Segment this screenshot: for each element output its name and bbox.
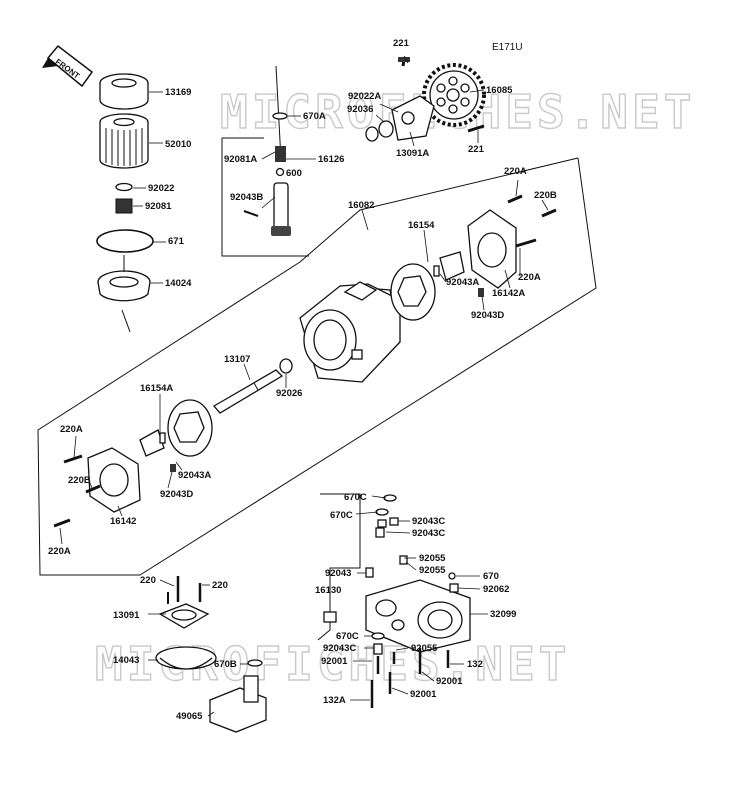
label-670C-3: 670C [336, 631, 359, 642]
label-92001-1: 92001 [321, 656, 348, 667]
label-14043: 14043 [113, 655, 139, 666]
label-16085: 16085 [486, 85, 513, 96]
label-92055-1: 92055 [419, 553, 446, 564]
relief-valve-group [221, 65, 309, 257]
label-670: 670 [483, 571, 499, 582]
label-92055-3: 92055 [411, 643, 438, 654]
label-220A-1: 220A [504, 166, 527, 177]
label-92036: 92036 [347, 104, 373, 115]
label-16126: 16126 [318, 154, 344, 165]
label-670C-1: 670C [344, 492, 367, 503]
label-13169: 13169 [165, 87, 191, 98]
label-220-left: 220 [140, 575, 156, 586]
label-32099: 32099 [490, 609, 516, 620]
assembly-frame [37, 157, 597, 576]
label-600: 600 [286, 168, 302, 179]
outer-rotor-16154A [139, 399, 213, 472]
oil-pump-gear-group [365, 57, 486, 142]
label-14024: 14024 [165, 278, 192, 289]
label-670A: 670A [303, 111, 326, 122]
inner-rotor-16154 [390, 251, 484, 321]
label-92043D-2: 92043D [160, 489, 193, 500]
label-92001-3: 92001 [410, 689, 437, 700]
label-92026: 92026 [276, 388, 302, 399]
label-16142: 16142 [110, 516, 136, 527]
label-671: 671 [168, 236, 185, 247]
label-92055-2: 92055 [419, 565, 446, 576]
label-220A-4: 220A [48, 546, 71, 557]
label-92043C-3: 92043C [323, 643, 356, 654]
label-132A: 132A [323, 695, 346, 706]
pump-cover-16142 [53, 447, 141, 528]
label-670C-2: 670C [330, 510, 353, 521]
label-92043A-1: 92043A [446, 277, 479, 288]
label-92043: 92043 [325, 568, 351, 579]
leader-lines [59, 55, 549, 717]
label-221-b: 221 [468, 144, 485, 155]
label-132: 132 [467, 659, 483, 670]
label-13107: 13107 [224, 354, 250, 365]
label-92043C-2: 92043C [412, 528, 445, 539]
label-220A-2: 220A [518, 272, 541, 283]
label-16154A: 16154A [140, 383, 173, 394]
label-92043A-2: 92043A [178, 470, 211, 481]
label-220-right: 220 [212, 580, 228, 591]
label-16082: 16082 [348, 200, 374, 211]
label-16154: 16154 [408, 220, 435, 231]
front-arrow-icon: FRONT [42, 44, 94, 88]
label-92022: 92022 [148, 183, 174, 194]
label-221: 221 [393, 38, 410, 49]
part-labels: 221 16085 92022A 92036 13091A 221 13169 … [48, 38, 557, 722]
label-16130: 16130 [315, 585, 341, 596]
label-92062: 92062 [483, 584, 509, 595]
label-92022A: 92022A [348, 91, 381, 102]
diagram-code: E171U [492, 42, 523, 53]
strainer-group [155, 576, 267, 733]
label-92043B: 92043B [230, 192, 263, 203]
label-92043D-1: 92043D [471, 310, 504, 321]
oil-filter-group [96, 73, 154, 333]
pump-shaft-13107 [212, 358, 293, 414]
label-220B-1: 220B [534, 190, 557, 201]
label-92043C-1: 92043C [412, 516, 445, 527]
label-92081: 92081 [145, 201, 172, 212]
label-220B-2: 220B [68, 475, 91, 486]
label-13091A: 13091A [396, 148, 429, 159]
label-670B: 670B [214, 659, 237, 670]
label-13091: 13091 [113, 610, 140, 621]
label-52010: 52010 [165, 139, 191, 150]
label-49065: 49065 [176, 711, 203, 722]
label-92001-2: 92001 [436, 676, 463, 687]
pump-body [299, 281, 401, 383]
label-220A-3: 220A [60, 424, 83, 435]
pump-cover-16142A [467, 194, 557, 289]
label-16142A: 16142A [492, 288, 525, 299]
label-92081A: 92081A [224, 154, 257, 165]
pump-housing-group [317, 493, 471, 708]
